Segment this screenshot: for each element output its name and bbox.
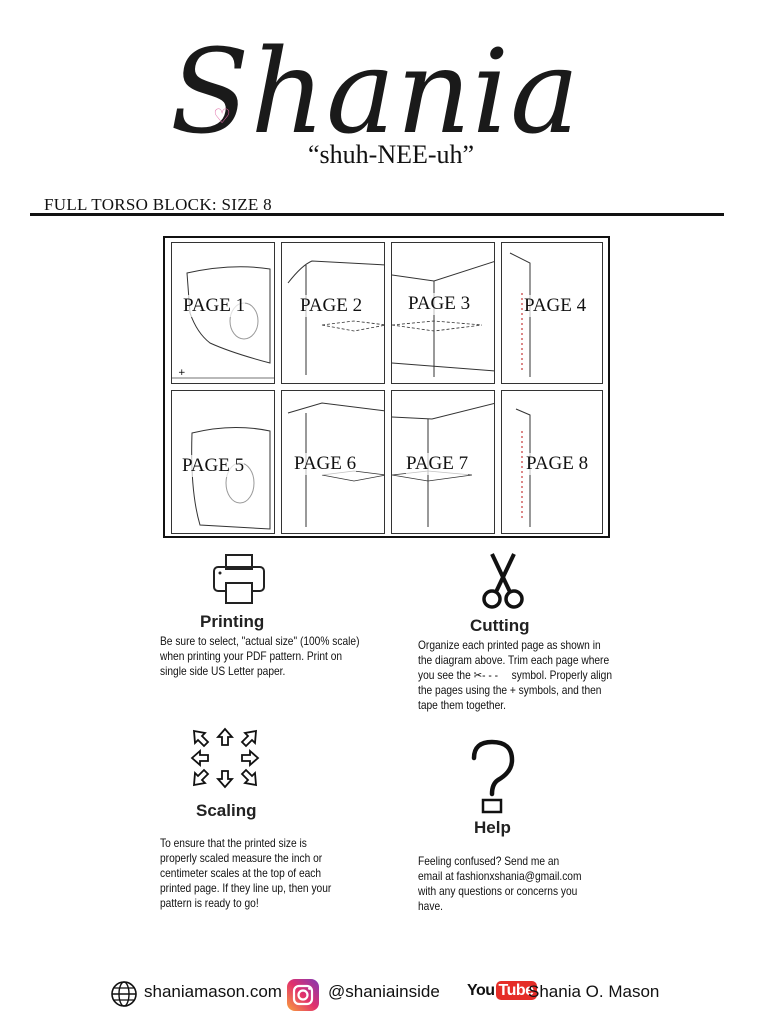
page-label-7: PAGE 7 (406, 453, 469, 475)
scissors-icon (482, 553, 524, 609)
cutting-line-4: the pages using the + symbols, and then (418, 684, 602, 697)
page-sheet-4: PAGE 4 (501, 242, 603, 384)
page-sheet-8: PAGE 8 (501, 390, 603, 534)
scaling-line-4: printed page. If they line up, then your (160, 882, 332, 895)
printing-line-2: when printing your PDF pattern. Print on (160, 650, 343, 663)
printing-title: Printing (200, 612, 265, 631)
help-line-1: Feeling confused? Send me an (418, 855, 560, 868)
heart-icon: ♡ (213, 104, 231, 128)
pronunciation: “shuh-NEE-uh” (308, 140, 475, 169)
scaling-title: Scaling (196, 801, 257, 820)
page-label-5: PAGE 5 (182, 455, 245, 477)
instagram-handle[interactable]: @shaniainside (328, 982, 440, 1001)
website-link[interactable]: shaniamason.com (144, 982, 282, 1001)
globe-icon (111, 981, 137, 1007)
help-line-3: with any questions or concerns you (418, 885, 578, 898)
brand-logo: Shania (170, 18, 610, 168)
help-title: Help (474, 818, 511, 837)
svg-text:+: + (178, 368, 186, 378)
page-label-3: PAGE 3 (408, 293, 471, 315)
cutting-line-5: tape them together. (418, 699, 506, 712)
instagram-icon (287, 979, 319, 1011)
brand-name: Shania (170, 25, 581, 160)
page-sheet-1: + PAGE 1 (171, 242, 275, 384)
scaling-line-5: pattern is ready to go! (160, 897, 259, 910)
help-line-2: email at fashionxshania@gmail.com (418, 870, 582, 883)
scissor-cut-symbol-icon: ✂- - - (473, 669, 499, 682)
page-label-8: PAGE 8 (526, 453, 589, 475)
printer-icon (213, 554, 265, 604)
cutting-title: Cutting (470, 616, 530, 635)
bodice-outline-8 (515, 408, 531, 527)
scaling-text: To ensure that the printed size is prope… (160, 836, 331, 911)
page-label-4: PAGE 4 (524, 295, 587, 317)
bodice-outline-1: + (172, 266, 274, 379)
scaling-line-1: To ensure that the printed size is (160, 837, 307, 850)
question-icon (471, 739, 515, 814)
help-line-4: have. (418, 900, 443, 913)
printing-line-3: single side US Letter paper. (160, 665, 286, 678)
page-sheet-3: PAGE 3 (391, 242, 495, 384)
page-sheet-6: PAGE 6 (281, 390, 385, 534)
printing-line-1: Be sure to select, "actual size" (100% s… (160, 635, 360, 648)
page-sheet-5: PAGE 5 (171, 390, 275, 534)
page-label-6: PAGE 6 (294, 453, 357, 475)
bodice-outline-4 (509, 252, 531, 377)
page-label-1: PAGE 1 (183, 295, 246, 317)
cutting-line-1: Organize each printed page as shown in (418, 639, 601, 652)
pattern-layout-diagram: + PAGE 1 PAGE 2 PAGE 3 PAGE 4 P (163, 236, 610, 538)
title-divider (30, 213, 724, 216)
help-text: Feeling confused? Send me an email at fa… (418, 854, 581, 914)
arrows-icon (190, 727, 260, 789)
cutting-text: Organize each printed page as shown in t… (418, 638, 612, 713)
bodice-outline-2 (287, 260, 384, 375)
page-sheet-7: PAGE 7 (391, 390, 495, 534)
youtube-channel-name[interactable]: Shania O. Mason (528, 982, 660, 1001)
page-sheet-2: PAGE 2 (281, 242, 385, 384)
document-title: FULL TORSO BLOCK: SIZE 8 (44, 195, 272, 214)
cutting-line-3: you see the ✂- - - symbol. Properly alig… (418, 669, 613, 682)
scaling-line-2: properly scaled measure the inch or (160, 852, 323, 865)
printing-text: Be sure to select, "actual size" (100% s… (160, 634, 359, 679)
cutting-line-2: the diagram above. Trim each page where (418, 654, 610, 667)
page-label-2: PAGE 2 (300, 295, 363, 317)
scaling-line-3: centimeter scales at the top of each (160, 867, 322, 880)
